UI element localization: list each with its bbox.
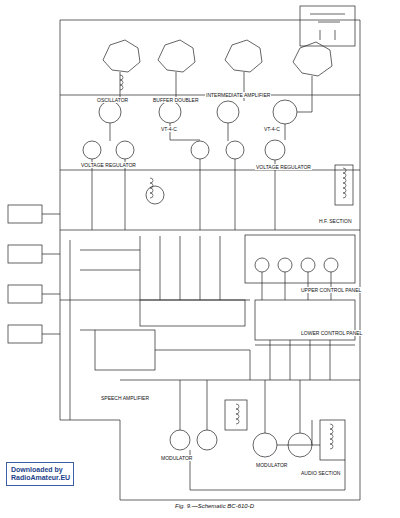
coil-winding — [330, 424, 333, 429]
section-label: H.F. SECTION — [318, 218, 353, 224]
coil-winding — [150, 188, 153, 193]
coil-winding — [343, 188, 346, 193]
stage-label: VOLTAGE REGULATOR — [255, 164, 312, 170]
stage-label: BUFFER DOUBLER — [152, 97, 200, 103]
coil-winding — [150, 183, 153, 188]
coil-winding — [120, 80, 123, 85]
coil-winding — [330, 444, 333, 449]
stage-label: VOLTAGE REGULATOR — [80, 162, 137, 168]
stage-label: MODULATOR — [255, 462, 288, 468]
stage-label: INTERMEDIATE AMPLIFIER — [205, 92, 271, 98]
panel-label: LOWER CONTROL PANEL — [300, 330, 363, 336]
figure-caption: Fig. 9.—Schematic BC-610-D — [174, 503, 255, 509]
tube-label: VT-4-C — [160, 126, 178, 132]
coil-winding — [330, 434, 333, 439]
tube-label: VT-4-C — [263, 126, 281, 132]
coil-winding — [150, 178, 153, 183]
stage-label: OSCILLATOR — [96, 97, 129, 103]
section-label: AUDIO SECTION — [300, 470, 341, 476]
coil-winding — [330, 429, 333, 434]
panel-label: UPPER CONTROL PANEL — [300, 287, 362, 293]
coil-winding — [150, 193, 153, 198]
coil-winding — [343, 193, 346, 198]
stage-label: SPEECH AMPLIFIER — [100, 395, 150, 401]
coil-winding — [236, 414, 239, 419]
coil-winding — [236, 419, 239, 424]
coil-winding — [236, 409, 239, 414]
coil-winding — [330, 439, 333, 444]
coil-winding — [343, 173, 346, 178]
coil-winding — [120, 75, 123, 80]
coil-winding — [120, 85, 123, 90]
coil-winding — [343, 183, 346, 188]
watermark-text: Downloaded by RadioAmateur.EU — [11, 466, 69, 482]
coil-winding — [343, 168, 346, 173]
coil-winding — [236, 404, 239, 409]
coil-winding — [343, 178, 346, 183]
stage-label: MODULATOR — [160, 455, 193, 461]
watermark-box: Downloaded by RadioAmateur.EU — [6, 462, 74, 486]
